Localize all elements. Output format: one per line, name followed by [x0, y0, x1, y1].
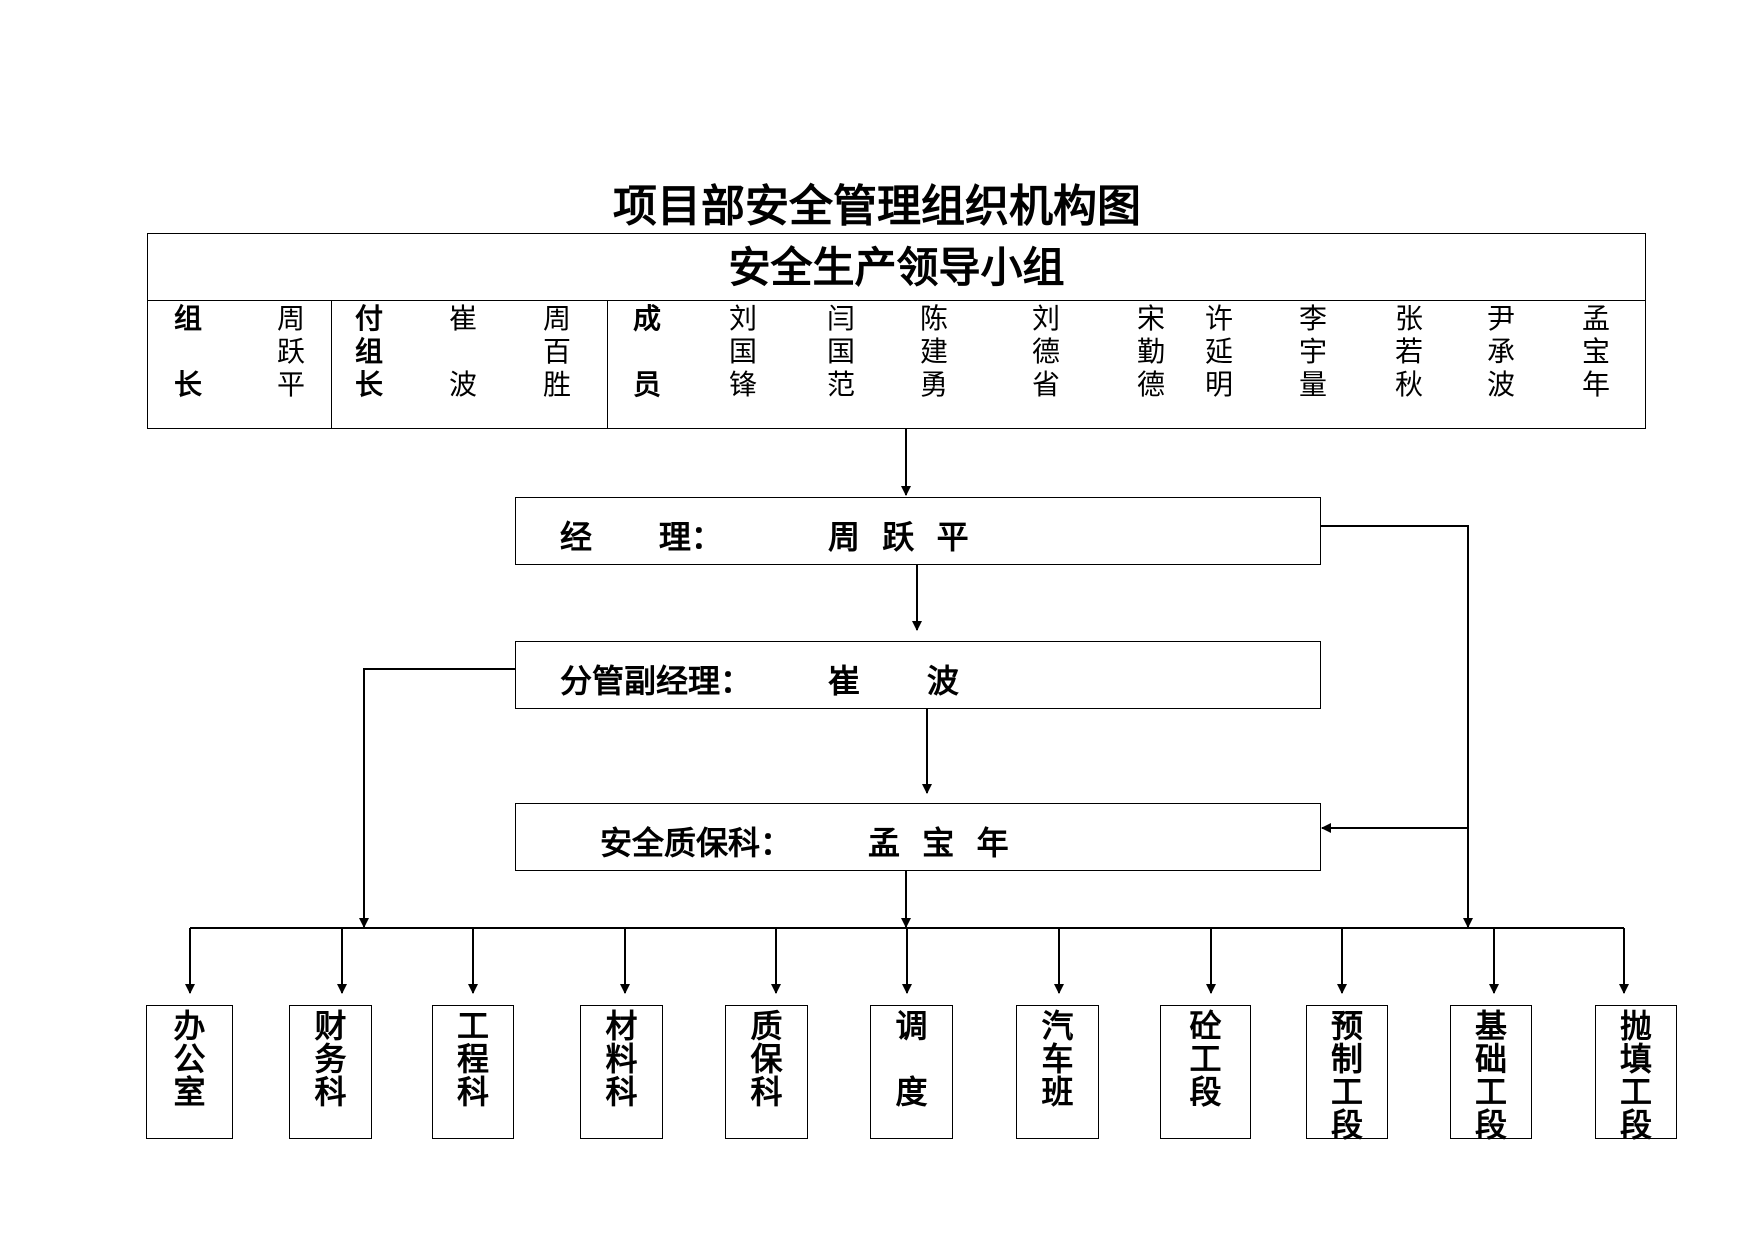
member-name: 刘德省 — [1031, 302, 1060, 401]
safety-dept-head-name: 孟 宝 年 — [868, 824, 1009, 862]
unit-dispatch-box: 调度 — [870, 1005, 953, 1139]
deputy-manager-name: 崔 波 — [828, 662, 959, 700]
leader-group-heading: 安全生产领导小组 — [148, 234, 1645, 301]
member-name: 李宇量 — [1298, 302, 1327, 401]
unit-foundation-section-box: 基础工段 — [1450, 1005, 1532, 1142]
deputy-left-connector — [359, 668, 516, 928]
unit-precast-section-box: 预制工段 — [1306, 1005, 1388, 1142]
unit-backfill-section-box: 抛填工段 — [1595, 1005, 1677, 1142]
member-name: 尹承波 — [1486, 302, 1515, 401]
manager-label: 经 理： — [560, 518, 723, 556]
safety-dept-box: 安全质保科： 孟 宝 年 — [515, 803, 1321, 871]
leader-group-table: 安全生产领导小组 组长 周跃平 付组长 崔波 周百胜 成员 刘国锋 闫国范 陈建… — [147, 233, 1646, 429]
member-name: 刘国锋 — [728, 302, 757, 401]
unit-office-box: 办公室 — [146, 1005, 233, 1139]
deputy-manager-label: 分管副经理： — [560, 662, 753, 700]
safety-dept-label: 安全质保科： — [600, 824, 793, 862]
leader-name: 周跃平 — [276, 302, 305, 401]
manager-box: 经 理： 周 跃 平 — [515, 497, 1321, 565]
deputy-label: 付组长 — [354, 302, 383, 401]
page-title: 项目部安全管理组织机构图 — [613, 181, 1141, 232]
leader-column-divider — [331, 301, 332, 428]
unit-concrete-section-box: 砼工段 — [1160, 1005, 1251, 1139]
leader-label: 组长 — [173, 302, 202, 401]
unit-vehicle-team-box: 汽车班 — [1016, 1005, 1099, 1139]
member-label: 成员 — [632, 302, 661, 401]
member-name: 张若秋 — [1394, 302, 1423, 401]
deputy-column-divider — [607, 301, 608, 428]
deputy-name: 崔波 — [448, 302, 477, 401]
member-name: 宋勤德 — [1136, 302, 1165, 401]
manager-name: 周 跃 平 — [828, 518, 969, 556]
member-name: 许延明 — [1204, 302, 1233, 401]
manager-right-connector — [1320, 525, 1473, 928]
deputy-manager-box: 分管副经理： 崔 波 — [515, 641, 1321, 709]
member-name: 陈建勇 — [919, 302, 948, 401]
unit-engineering-box: 工程科 — [432, 1005, 514, 1139]
member-name: 孟宝年 — [1581, 302, 1610, 401]
unit-quality-box: 质保科 — [725, 1005, 808, 1139]
unit-finance-box: 财务科 — [289, 1005, 372, 1139]
unit-materials-box: 材料科 — [580, 1005, 663, 1139]
member-name: 闫国范 — [826, 302, 855, 401]
deputy-name: 周百胜 — [542, 302, 571, 401]
